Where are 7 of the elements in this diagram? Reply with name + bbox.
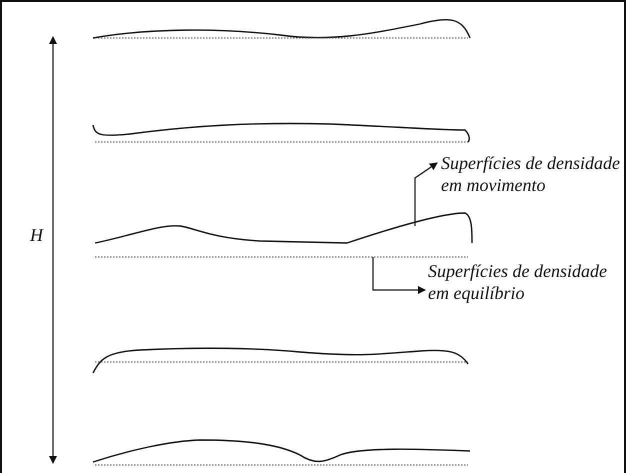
leader-arrow: [372, 257, 426, 294]
density-surface-curve: [94, 212, 473, 244]
dimension-label: H: [30, 224, 43, 246]
callout-text: Superfícies de densidade em movimento: [441, 152, 626, 196]
equilibrium-line: [94, 256, 468, 258]
callout-text: Superfícies de densidade em equilíbrio: [428, 260, 623, 304]
leader-arrow: [414, 162, 438, 226]
